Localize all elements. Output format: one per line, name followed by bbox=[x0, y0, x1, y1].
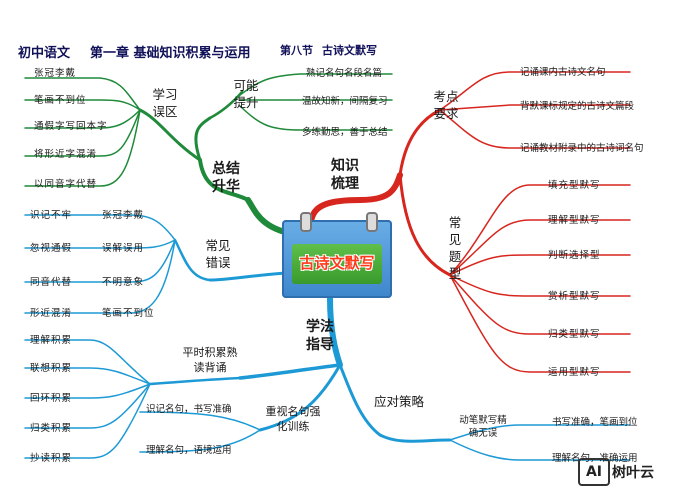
red-trunk bbox=[309, 172, 403, 221]
zhishi-label: 知识梳理 bbox=[331, 158, 359, 192]
pingshi-label: 平时积累熟读背诵 bbox=[182, 346, 238, 374]
zhongshi-label: 重视名句强化训练 bbox=[265, 405, 321, 433]
section-number: 第八节 bbox=[280, 44, 313, 57]
kaineng-label: 可能提升 bbox=[233, 78, 259, 110]
section-topic: 古诗文默写 bbox=[322, 44, 377, 57]
pingshi-item-3: 回环积累 bbox=[30, 393, 73, 404]
pingshi-item-4: 归类积累 bbox=[30, 423, 73, 434]
pingshi-item-5: 抄读积累 bbox=[30, 453, 73, 464]
kaodian-item-3: 记诵教材附录中的古诗词名句 bbox=[520, 143, 644, 154]
cuowu-error-1: 识记不牢 bbox=[30, 210, 73, 221]
yingdui-sub-label: 动笔默写精确无误 bbox=[459, 415, 507, 439]
watermark-name: 树叶云 bbox=[612, 465, 654, 481]
cuowu-result-2: 误解误用 bbox=[102, 243, 145, 254]
calendar-ring-left bbox=[300, 212, 312, 232]
calendar-plate bbox=[292, 244, 382, 284]
wuqu-item-3: 通假字写回本字 bbox=[34, 121, 108, 132]
blue-trunk bbox=[327, 295, 343, 368]
cuowu-label: 常见错误 bbox=[205, 238, 231, 270]
cuowu-error-4: 形近混淆 bbox=[30, 308, 73, 319]
wuqu-item-2: 笔画不到位 bbox=[34, 95, 87, 106]
tixing-item-5: 归类型默写 bbox=[548, 329, 601, 340]
calendar-ring-right bbox=[366, 212, 378, 232]
cuowu-result-1: 张冠李戴 bbox=[102, 210, 145, 221]
zhongshi-item-2: 理解名句，语境运用 bbox=[146, 445, 232, 456]
kaodian-label: 考点要求 bbox=[433, 89, 459, 121]
xuefa-label: 学法指导 bbox=[306, 319, 334, 353]
cuowu-result-4: 笔画不到位 bbox=[102, 308, 155, 319]
chapter-title: 第一章 基础知识积累与运用 bbox=[90, 46, 251, 61]
cuowu-error-3: 同音代替 bbox=[30, 277, 73, 288]
tixing-item-4: 赏析型默写 bbox=[548, 291, 601, 302]
wuqu-item-1: 张冠李戴 bbox=[34, 68, 77, 79]
tixing-label: 常见题型 bbox=[448, 215, 462, 281]
zongjie-item-3: 多练勤思，善于总结 bbox=[302, 127, 388, 138]
watermark-badge: AI bbox=[578, 458, 610, 486]
pingshi-item-1: 理解积累 bbox=[30, 335, 73, 346]
zongjie-item-2: 温故知新，间隔复习 bbox=[302, 96, 388, 107]
tixing-item-6: 运用型默写 bbox=[548, 367, 601, 378]
yingdui-label: 应对策略 bbox=[374, 394, 425, 409]
pingshi-item-2: 联想积累 bbox=[30, 363, 73, 374]
tixing-item-1: 填充型默写 bbox=[548, 180, 601, 191]
kaodian-item-1: 记诵课内古诗文名句 bbox=[520, 67, 606, 78]
yingdui-item-1: 书写准确，笔画到位 bbox=[552, 417, 638, 428]
center-calendar-node: 古诗文默写 bbox=[282, 212, 392, 298]
xuexi-wuqu-label: 学习误区 bbox=[152, 87, 178, 119]
center-title: 古诗文默写 bbox=[299, 254, 375, 272]
watermark: AI 树叶云 bbox=[578, 456, 668, 486]
zhongshi-item-1: 识记名句，书写准确 bbox=[146, 404, 232, 415]
tixing-item-3: 判断选择型 bbox=[548, 250, 601, 261]
zongjie-item-1: 熟记名句名段名篇 bbox=[306, 68, 383, 79]
zongjie-label: 总结升华 bbox=[212, 161, 240, 195]
kaodian-item-2: 背默课标规定的古诗文篇段 bbox=[520, 101, 635, 112]
cuowu-error-2: 忽视通假 bbox=[30, 243, 73, 254]
wuqu-item-5: 以同音字代替 bbox=[34, 179, 98, 190]
tixing-item-2: 理解型默写 bbox=[548, 215, 601, 226]
cuowu-result-3: 不明意象 bbox=[102, 277, 145, 288]
course-title: 初中语文 bbox=[18, 46, 71, 61]
wuqu-item-4: 将形近字混淆 bbox=[34, 149, 98, 160]
